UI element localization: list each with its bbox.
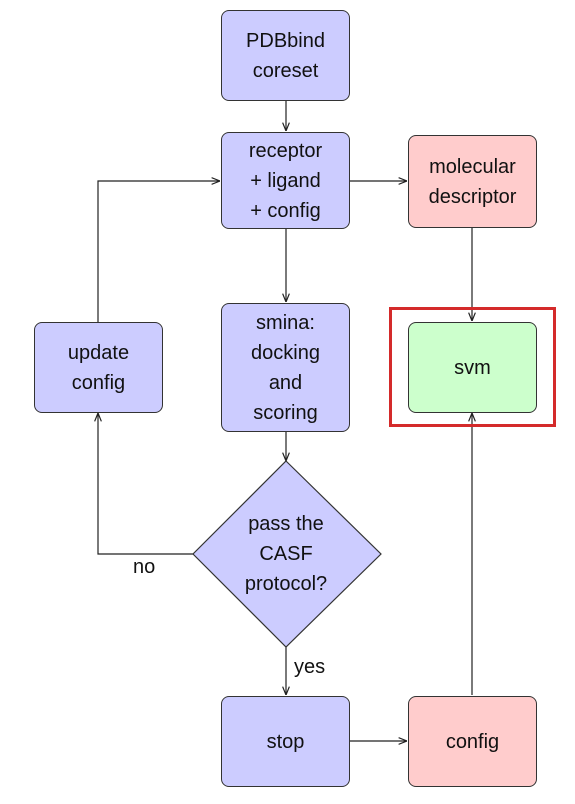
edge-decision-update <box>98 413 193 555</box>
node-pdbbind-coreset: PDBbind coreset <box>221 10 350 101</box>
edge-update-receptor <box>97 181 220 322</box>
node-stop: stop <box>221 696 350 787</box>
node-smina-docking-scoring: smina: docking and scoring <box>221 303 350 432</box>
svm-highlight-frame <box>389 307 556 427</box>
node-receptor-ligand-config: receptor + ligand + config <box>221 132 350 229</box>
edge-label-yes: yes <box>294 656 326 678</box>
decision-label: pass the CASF protocol? <box>244 513 328 595</box>
node-svm: svm <box>408 322 537 413</box>
node-update-config: update config <box>34 322 163 413</box>
node-config: config <box>408 696 537 787</box>
node-molecular-descriptor: molecular descriptor <box>408 135 537 228</box>
decision-diamond <box>192 460 382 648</box>
edge-label-no: no <box>133 556 156 578</box>
